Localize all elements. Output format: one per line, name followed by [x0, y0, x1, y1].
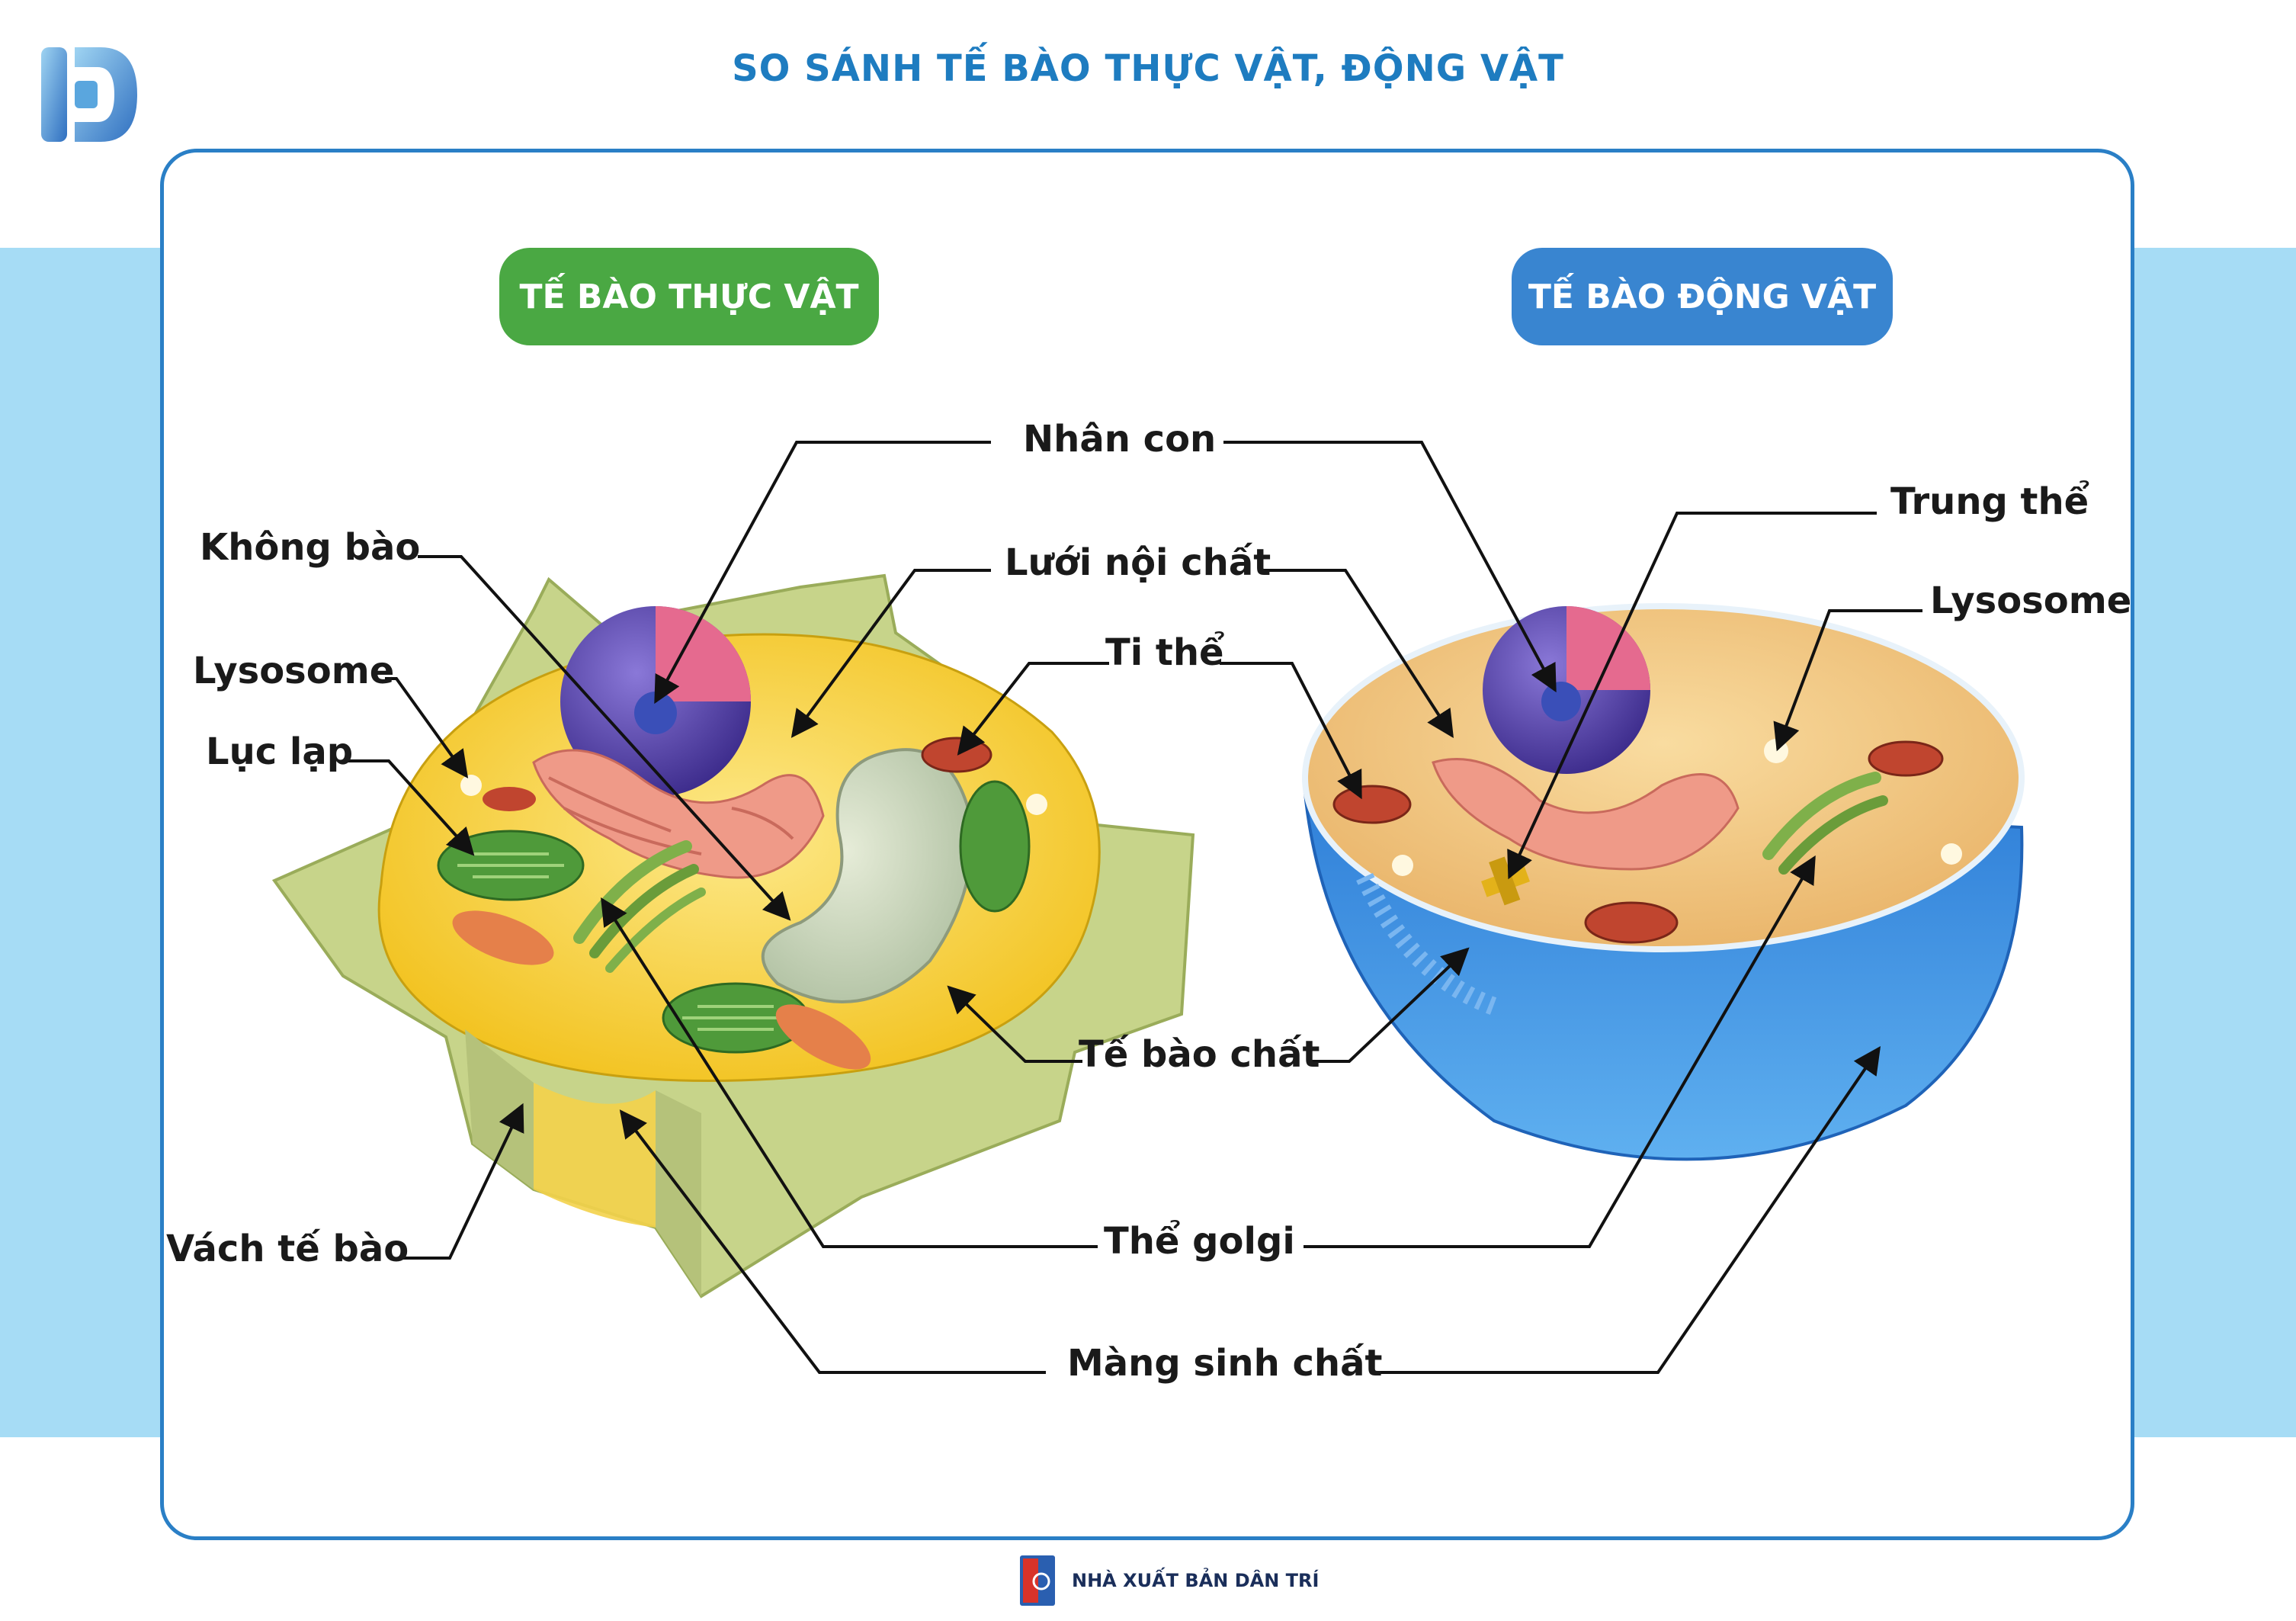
label-lysosome-left: Lysosome — [193, 650, 395, 692]
leader-khong-bao — [418, 555, 791, 921]
leader-the-golgi-right — [1304, 855, 1816, 1248]
leader-nhan-con-left — [654, 441, 991, 705]
leader-luc-lap — [347, 759, 475, 856]
label-mang-sinh-chat: Màng sinh chất — [1067, 1342, 1383, 1385]
label-luc-lap: Lục lạp — [206, 730, 354, 773]
animal-cell-header: TẾ BÀO ĐỘNG VẬT — [1512, 248, 1893, 345]
label-trung-the: Trung thể — [1890, 480, 2089, 523]
leader-te-bao-chat-right — [1307, 947, 1470, 1063]
leader-te-bao-chat-left — [947, 985, 1082, 1063]
label-vach-te-bao: Vách tế bào — [166, 1228, 409, 1270]
leader-lines — [347, 441, 1922, 1374]
label-nhan-con: Nhân con — [1023, 418, 1217, 461]
chloroplasts — [437, 780, 1031, 1054]
plant-golgi — [573, 840, 706, 973]
leader-the-golgi-left — [601, 897, 1098, 1248]
publisher-footer: NHÀ XUẤT BẢN DÂN TRÍ — [1018, 1554, 1319, 1607]
label-ti-the: Ti thể — [1105, 631, 1224, 674]
label-luoi-noi-chat: Lưới nội chất — [1005, 541, 1271, 584]
animal-nucleolus — [1541, 682, 1581, 721]
plant-er — [532, 749, 825, 879]
leader-luoi-noi-chat-right — [1262, 569, 1454, 739]
leader-ti-the-right — [1220, 662, 1362, 800]
animal-lysosome — [1764, 739, 1788, 763]
leader-mang-sinh-chat-right — [1378, 1046, 1881, 1374]
plant-cell — [271, 573, 1195, 1298]
label-te-bao-chat: Tế bào chất — [1079, 1033, 1320, 1076]
publisher-book-icon — [1020, 1555, 1055, 1606]
animal-cytoplasm — [1302, 603, 2025, 952]
plant-cell-header: TẾ BÀO THỰC VẬT — [499, 248, 879, 345]
publisher-logo — [41, 47, 137, 142]
animal-cell — [1302, 603, 2025, 1161]
leader-lysosome-left — [385, 677, 469, 778]
plant-nucleolus — [634, 692, 677, 734]
animal-er — [1432, 758, 1740, 871]
label-the-golgi: Thể golgi — [1104, 1220, 1295, 1263]
leader-mang-sinh-chat-left — [619, 1109, 1046, 1374]
plant-mitochondria — [452, 737, 992, 1070]
publisher-name: NHÀ XUẤT BẢN DÂN TRÍ — [1072, 1570, 1320, 1591]
leader-lysosome-right — [1773, 609, 1922, 752]
leader-nhan-con-right — [1223, 441, 1557, 693]
animal-mitochondria — [1332, 740, 1944, 944]
plant-lysosome — [460, 775, 482, 796]
label-lysosome-right: Lysosome — [1930, 579, 2132, 622]
leader-ti-the-left — [957, 662, 1109, 756]
leader-trung-the — [1507, 512, 1877, 880]
leader-luoi-noi-chat-left — [790, 569, 991, 738]
label-khong-bao: Không bào — [200, 526, 421, 569]
leader-vach-te-bao — [400, 1103, 524, 1260]
page-title: SO SÁNH TẾ BÀO THỰC VẬT, ĐỘNG VẬT — [732, 47, 1564, 90]
